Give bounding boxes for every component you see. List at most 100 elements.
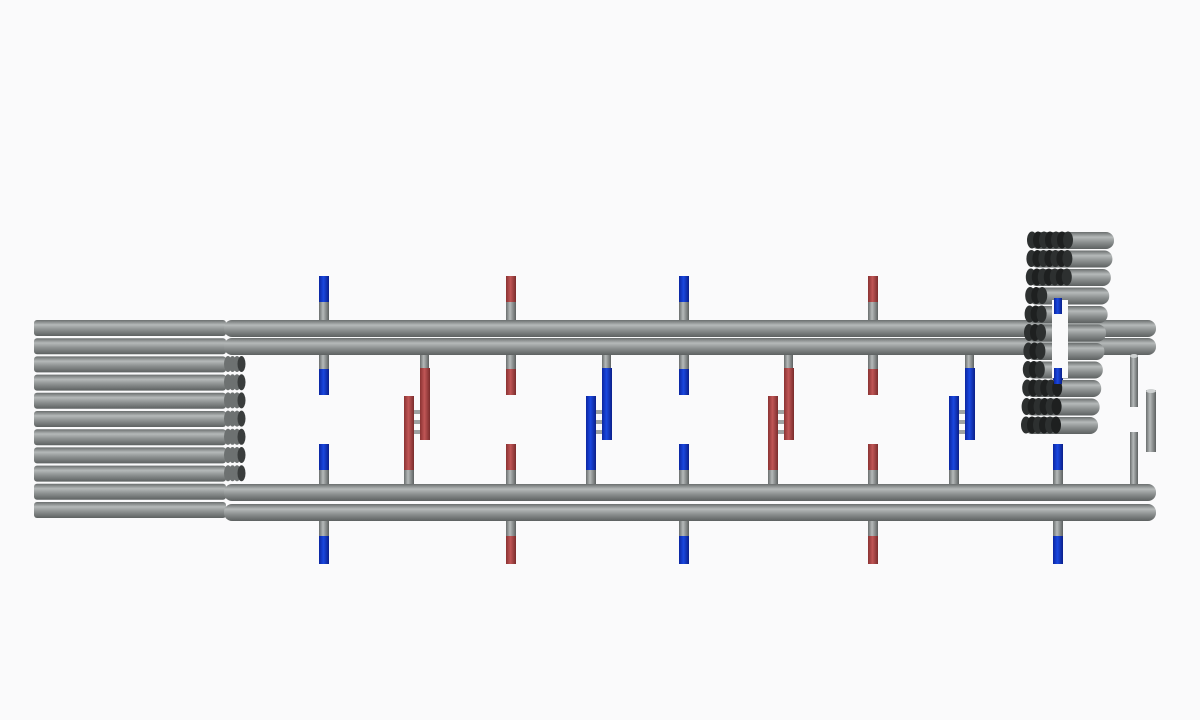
- end-cap-top: [1130, 354, 1138, 358]
- lower-main-pipe-1: [224, 484, 1156, 501]
- branch-low-blue: [1053, 444, 1063, 470]
- branch-bottom-gray: [319, 520, 329, 536]
- stack-pipe-end: [1063, 231, 1073, 249]
- stack-pipe-end: [1061, 268, 1072, 286]
- stack-pipe: [1028, 287, 1110, 305]
- inner-connector: [778, 430, 784, 434]
- inner-branch-low-gray: [949, 470, 959, 486]
- branch-low-red: [506, 444, 516, 470]
- bundle-pipe-end: [237, 428, 246, 445]
- branch-top-gray: [679, 302, 689, 322]
- branch-bottom-gray: [868, 520, 878, 536]
- branch-low-blue: [319, 444, 329, 470]
- branch-mid-red: [506, 369, 516, 395]
- branch-low-gray: [1053, 470, 1063, 486]
- inner-branch-top-gray: [784, 355, 793, 369]
- angled-pipe-stack-right: [1021, 231, 1114, 434]
- inner-branch-left-blue: [586, 396, 596, 470]
- stack-inner-blue: [1054, 298, 1062, 314]
- stack-pipe-end: [1062, 250, 1073, 267]
- bundle-pipe-end: [237, 356, 246, 372]
- stack-pipe-end: [1036, 305, 1047, 323]
- bundle-pipe: [34, 411, 226, 427]
- inner-branch-top-gray: [602, 355, 611, 369]
- branch-mid-blue: [679, 369, 689, 395]
- branch-top-red: [868, 276, 878, 302]
- left-pipe-bundle: [34, 320, 246, 518]
- bundle-pipe-end: [237, 447, 246, 463]
- vertical-branch-pipes: [319, 276, 1063, 564]
- end-cap-upper: [1130, 355, 1138, 407]
- end-cap-side: [1146, 390, 1156, 452]
- end-cap-lower: [1130, 432, 1138, 484]
- branch-mid-blue: [319, 369, 329, 395]
- bundle-pipe: [34, 447, 226, 464]
- stack-pipe-end: [1036, 324, 1046, 341]
- branch-low-gray: [679, 470, 689, 486]
- branch-mid-red: [868, 369, 878, 395]
- branch-top-gray: [868, 302, 878, 322]
- stack-pipe-end: [1037, 287, 1048, 304]
- branch-bottom-red: [506, 536, 516, 564]
- branch-mid-gray: [506, 355, 516, 369]
- bundle-pipe-end: [237, 465, 246, 482]
- end-cap-top: [1146, 389, 1156, 393]
- inner-connector: [959, 430, 965, 434]
- inner-connector: [959, 410, 965, 414]
- main-horizontal-pipes: [224, 320, 1156, 521]
- upper-main-pipe-2: [224, 338, 1156, 355]
- branch-bottom-gray: [1053, 520, 1063, 536]
- bundle-pipe-end: [237, 410, 246, 427]
- inner-connector: [414, 410, 420, 414]
- stack-inner-blue: [1054, 368, 1062, 384]
- branch-bottom-blue: [319, 536, 329, 564]
- stack-hollow: [1052, 300, 1068, 378]
- branch-top-gray: [506, 302, 516, 322]
- bundle-pipe-end: [237, 374, 246, 391]
- inner-branch-top-gray: [420, 355, 429, 369]
- inner-branch-left-blue: [949, 396, 959, 470]
- inner-branch-left-red: [404, 396, 414, 470]
- inner-branch-low-gray: [586, 470, 596, 486]
- bundle-pipe-end: [237, 392, 246, 409]
- branch-bottom-gray: [679, 520, 689, 536]
- inner-connector: [959, 420, 965, 424]
- branch-low-gray: [319, 470, 329, 486]
- inner-connector: [414, 420, 420, 424]
- inner-branch-right-red: [420, 368, 430, 440]
- branch-bottom-blue: [679, 536, 689, 564]
- end-cap-connectors-right: [1130, 354, 1156, 484]
- stack-pipe-end: [1051, 398, 1062, 415]
- inner-branch-right-red: [784, 368, 794, 440]
- bundle-pipe: [34, 392, 226, 409]
- lower-main-pipe-2: [224, 504, 1156, 521]
- branch-top-blue: [319, 276, 329, 302]
- branch-bottom-red: [868, 536, 878, 564]
- bundle-pipe: [34, 356, 226, 373]
- bundle-pipe: [34, 429, 226, 446]
- branch-mid-gray: [319, 355, 329, 369]
- inner-connector: [596, 420, 602, 424]
- branch-mid-gray: [868, 355, 878, 369]
- inner-branch-low-gray: [768, 470, 778, 486]
- branch-bottom-blue: [1053, 536, 1063, 564]
- inner-branch-top-gray: [965, 355, 974, 369]
- branch-top-red: [506, 276, 516, 302]
- stack-pipe-end: [1034, 361, 1045, 378]
- inner-branch-low-gray: [404, 470, 414, 486]
- bundle-pipe: [34, 502, 226, 518]
- inner-branch-right-blue: [965, 368, 975, 440]
- bundle-pipe: [34, 338, 226, 355]
- inner-connector: [778, 420, 784, 424]
- bundle-pipe: [34, 320, 226, 336]
- branch-top-blue: [679, 276, 689, 302]
- branch-low-gray: [868, 470, 878, 486]
- inner-connector: [596, 430, 602, 434]
- branch-low-gray: [506, 470, 516, 486]
- branch-bottom-gray: [506, 520, 516, 536]
- inner-connector: [414, 430, 420, 434]
- stack-pipe-end: [1051, 416, 1061, 434]
- stack-pipe-end: [1035, 342, 1046, 360]
- bundle-pipe: [34, 465, 226, 482]
